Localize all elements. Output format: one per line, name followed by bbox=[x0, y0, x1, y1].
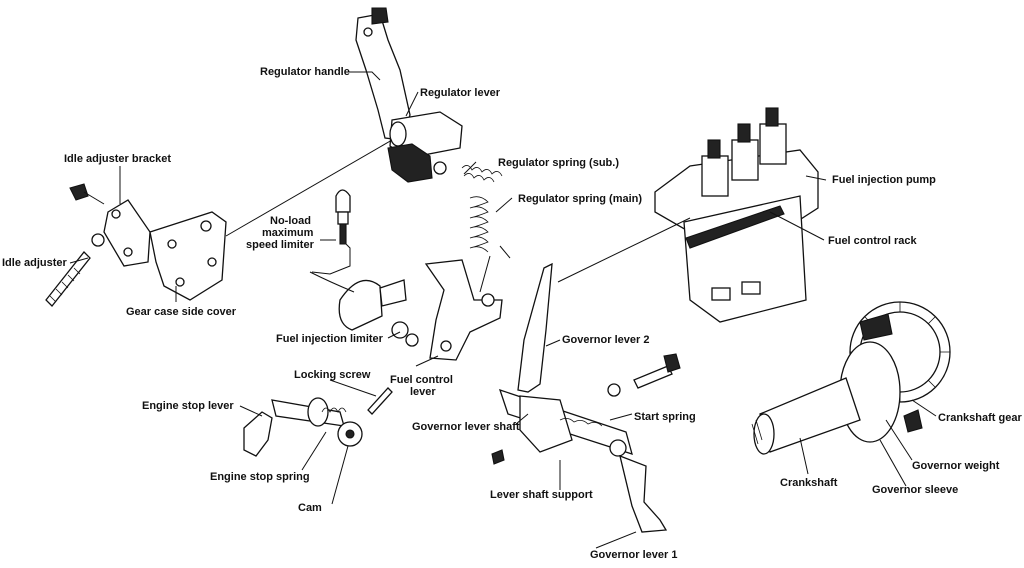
label-governor-lever-1: Governor lever 1 bbox=[590, 549, 677, 561]
label-governor-weight: Governor weight bbox=[912, 460, 1000, 472]
label-governor-lever-2: Governor lever 2 bbox=[562, 334, 649, 346]
label-fuel-injection-pump: Fuel injection pump bbox=[832, 174, 936, 186]
regulator-spring-main-part bbox=[469, 196, 511, 259]
pin-part bbox=[491, 449, 505, 465]
label-no-load-line1: No-load bbox=[270, 215, 311, 227]
gear-case-side-cover-part bbox=[149, 211, 227, 301]
label-regulator-spring-main: Regulator spring (main) bbox=[518, 193, 642, 205]
label-gear-case-side-cover: Gear case side cover bbox=[126, 306, 237, 318]
governor-lever-2-part bbox=[517, 262, 553, 393]
label-idle-adjuster: Idle adjuster bbox=[2, 257, 68, 269]
label-idle-adjuster-bracket: Idle adjuster bracket bbox=[64, 153, 171, 165]
label-fuel-injection-limiter: Fuel injection limiter bbox=[276, 333, 384, 345]
governor-lever-1-part bbox=[619, 454, 668, 533]
label-crankshaft: Crankshaft bbox=[780, 477, 838, 489]
label-crankshaft-gear: Crankshaft gear bbox=[938, 412, 1022, 424]
fuel-control-lever-part bbox=[424, 259, 503, 361]
governor-lever-shaft-part bbox=[498, 388, 633, 457]
fuel-injection-pump-part bbox=[654, 107, 819, 323]
label-engine-stop-spring: Engine stop spring bbox=[210, 471, 310, 483]
engine-stop-lever-part bbox=[243, 397, 345, 457]
label-lever-shaft-support: Lever shaft support bbox=[490, 489, 593, 501]
label-locking-screw: Locking screw bbox=[294, 369, 371, 381]
bolt-part bbox=[607, 353, 681, 397]
label-fuel-control-lever-line2: lever bbox=[410, 386, 436, 398]
label-start-spring: Start spring bbox=[634, 411, 696, 423]
engine-stop-spring-part bbox=[321, 407, 347, 413]
idle-adjuster-bracket-part bbox=[69, 183, 151, 267]
regulator-lever-part bbox=[387, 111, 463, 183]
no-load-speed-limiter-part bbox=[335, 189, 351, 245]
label-no-load-line2: maximum bbox=[262, 227, 314, 239]
label-regulator-handle: Regulator handle bbox=[260, 66, 350, 78]
crankshaft-part bbox=[751, 377, 861, 455]
fuel-injection-limiter-part bbox=[338, 279, 419, 347]
locking-screw-part bbox=[367, 387, 393, 415]
label-no-load-line3: speed limiter bbox=[246, 239, 315, 251]
leader-lines bbox=[69, 71, 937, 549]
regulator-handle-part bbox=[355, 7, 411, 141]
label-regulator-lever: Regulator lever bbox=[420, 87, 501, 99]
label-governor-lever-shaft: Governor lever shaft bbox=[412, 421, 520, 433]
label-engine-stop-lever: Engine stop lever bbox=[142, 400, 234, 412]
label-fuel-control-rack: Fuel control rack bbox=[828, 235, 918, 247]
label-cam: Cam bbox=[298, 502, 322, 514]
regulator-spring-sub-part bbox=[461, 165, 503, 183]
label-regulator-spring-sub: Regulator spring (sub.) bbox=[498, 157, 619, 169]
cam-part bbox=[337, 421, 363, 447]
idle-adjuster-part bbox=[45, 251, 91, 307]
label-fuel-control-lever-line1: Fuel control bbox=[390, 374, 453, 386]
label-governor-sleeve: Governor sleeve bbox=[872, 484, 958, 496]
